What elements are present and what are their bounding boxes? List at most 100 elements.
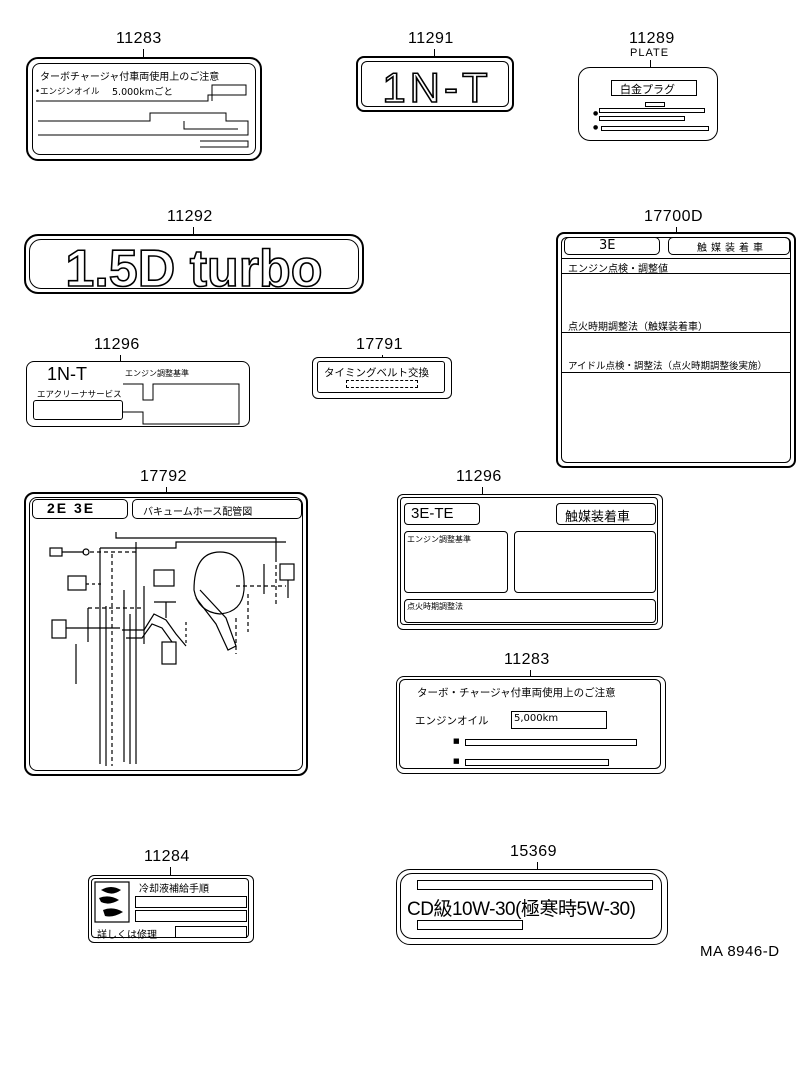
catalyst-badge: 触媒装着車 (668, 237, 790, 255)
coolant-title: 冷却液補給手順 (139, 884, 209, 895)
plug-bar-small (645, 102, 665, 107)
part-number-11296-left: 11296 (94, 336, 140, 353)
label-inner-frame (91, 878, 249, 938)
label-inner-frame (29, 497, 303, 771)
vacuum-hose-diagram (49, 532, 295, 766)
label-inner-frame (400, 873, 662, 939)
bullet: ■ (453, 757, 460, 765)
bullet: ● (593, 110, 599, 117)
leader-line (537, 862, 538, 870)
label-17791-timing-belt[interactable]: タイミングベルト交換 (312, 357, 452, 399)
air-cleaner-label: エアクリーナサービス (37, 390, 122, 400)
part-number-11292: 11292 (167, 208, 213, 225)
leader-line (530, 670, 531, 677)
emblem-text: 1.5D turbo (65, 239, 324, 299)
label-inner-frame (32, 63, 256, 155)
emblem-1n-t-text: 1N-T (382, 64, 491, 111)
engines-box: 2E 3E (32, 499, 128, 519)
caution-bar-2 (465, 759, 609, 766)
blank-cell (514, 531, 656, 593)
label-11289-platinum-plug[interactable]: 白金プラグ ● ● (578, 67, 718, 141)
coolant-bottom-text: 詳しくは修理 (97, 930, 157, 941)
label-inner-frame (399, 679, 661, 769)
part-number-17791: 17791 (356, 336, 403, 353)
figure-code: MA 8946-D (700, 943, 780, 960)
oil-label: •エンジンオイル (35, 87, 100, 97)
emblem-text: 1N-T (382, 63, 491, 112)
oil-value: 5.000kmごと (112, 87, 173, 98)
timing-belt-blank (346, 380, 418, 388)
leader-line (482, 487, 483, 495)
divider (562, 372, 790, 373)
coolant-icon (94, 881, 130, 923)
bullet: ■ (453, 737, 460, 745)
label-11296-3e-te[interactable]: 3E-TE 触媒装着車 エンジン調整基準 点火時期調整法 (397, 494, 663, 630)
part-number-11289: 11289 (629, 30, 675, 47)
timing-row-text: 点火時期調整法 (407, 602, 463, 611)
part-number-11283-right: 11283 (504, 651, 550, 668)
label-15369-oil-grade[interactable]: CD級10W-30(極寒時5W-30) (396, 869, 668, 945)
label-17700d-emission[interactable]: 3E 触媒装着車 エンジン点検・調整値 点火時期調整法（触媒装着車） アイドル点… (556, 232, 796, 468)
adjust-cell-text: エンジン調整基準 (407, 535, 471, 544)
air-cleaner-box (33, 400, 123, 420)
label-17792-vacuum-hose[interactable]: 2E 3E バキュームホース配管図 (24, 492, 308, 776)
coolant-bar-1 (135, 896, 247, 908)
spec-row-3: アイドル点検・調整法（点火時期調整後実施） (568, 361, 768, 372)
plug-title-box: 白金プラグ (611, 80, 697, 96)
part-number-11296-right: 11296 (456, 468, 502, 485)
diagram-title-box: バキュームホース配管図 (132, 499, 302, 519)
catalyst-badge-text: 触媒装着車 (697, 243, 767, 254)
oil-label: エンジンオイル (415, 715, 489, 727)
part-number-11283-top: 11283 (116, 30, 162, 47)
label-title: ターボ・チャージャ付車両使用上のご注意 (417, 687, 616, 699)
leader-line (170, 867, 171, 876)
timing-row: 点火時期調整法 (404, 599, 656, 623)
engine-code-box: 3E (564, 237, 660, 255)
spec-row-1: エンジン点検・調整値 (568, 264, 668, 275)
bullet: ● (593, 124, 599, 131)
label-inner-frame (400, 497, 658, 625)
oil-bar-top (417, 880, 653, 890)
emblem-1n-t[interactable]: 1N-T (356, 56, 514, 112)
part-number-11291: 11291 (408, 30, 454, 47)
divider (562, 332, 790, 333)
label-11296-1n-t[interactable]: 1N-T エンジン調整基準 エアクリーナサービス (26, 361, 250, 427)
part-number-17792: 17792 (140, 468, 187, 485)
label-title: ターボチャージャ付車両使用上のご注意 (40, 72, 220, 83)
part-desc-plate: PLATE (630, 47, 670, 59)
plug-bar-3 (601, 126, 709, 131)
leader-line (166, 487, 167, 493)
emblem-1-5d-turbo-text: 1.5D turbo (65, 240, 322, 298)
adjust-label: エンジン調整基準 (125, 369, 189, 378)
catalyst-badge: 触媒装着車 (556, 503, 656, 525)
label-11283-turbo-caution[interactable]: ターボチャージャ付車両使用上のご注意 •エンジンオイル 5.000kmごと (26, 57, 262, 161)
oil-value-box: 5,000km (511, 711, 607, 729)
diagram-title: バキュームホース配管図 (143, 507, 253, 518)
emblem-inner-frame (29, 239, 359, 289)
part-number-15369: 15369 (510, 843, 557, 860)
adjust-outline (123, 383, 240, 425)
label-11284-coolant[interactable]: 冷却液補給手順 詳しくは修理 (88, 875, 254, 943)
catalyst-badge-text: 触媒装着車 (565, 510, 631, 525)
divider (562, 258, 790, 259)
leader-line (676, 227, 677, 233)
coolant-bar-3 (175, 926, 247, 938)
adjust-cell: エンジン調整基準 (404, 531, 508, 593)
oil-grade-text: CD級10W-30(極寒時5W-30) (407, 899, 636, 920)
leader-line (143, 49, 144, 58)
coolant-bar-2 (135, 910, 247, 922)
part-number-17700d: 17700D (644, 208, 704, 225)
emblem-1-5d-turbo[interactable]: 1.5D turbo (24, 234, 364, 299)
engine-code: 3E-TE (411, 505, 454, 522)
leader-line (650, 60, 651, 68)
divider (562, 273, 790, 274)
part-number-11284: 11284 (144, 848, 190, 865)
engine-code: 1N-T (47, 364, 87, 384)
emblem-inner-frame (361, 61, 509, 107)
leader-line (120, 355, 121, 362)
leader-line (434, 49, 435, 57)
label-layout-lines (36, 84, 249, 148)
plug-title: 白金プラグ (620, 83, 675, 96)
label-11283-turbo-caution-2[interactable]: ターボ・チャージャ付車両使用上のご注意 エンジンオイル 5,000km ■ ■ (396, 676, 666, 774)
plug-bar-2 (599, 116, 685, 121)
